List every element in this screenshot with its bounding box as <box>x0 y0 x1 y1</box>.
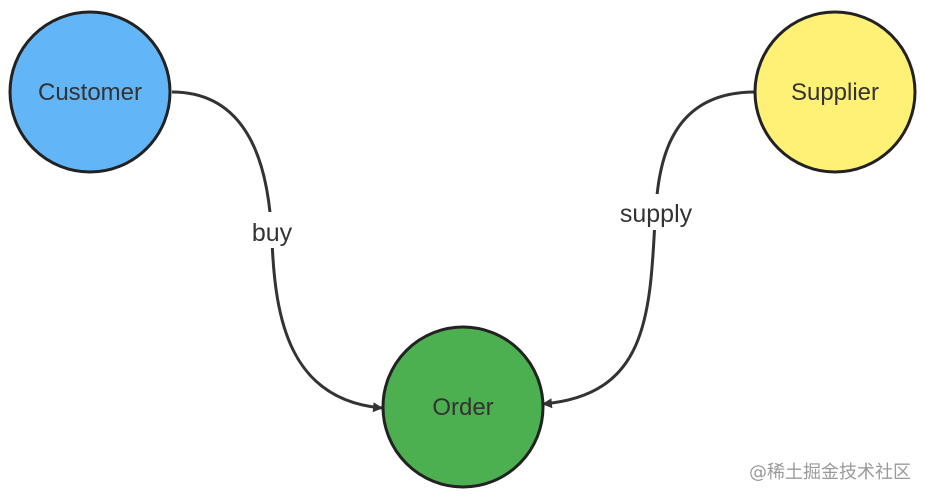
node-supplier-label: Supplier <box>791 79 879 106</box>
node-customer-label: Customer <box>38 79 142 106</box>
edge-label-bg-buy <box>246 212 298 248</box>
node-supplier[interactable]: Supplier <box>753 10 917 174</box>
watermark-text: @稀土掘金技术社区 <box>749 462 911 483</box>
node-order-circle <box>381 325 545 489</box>
edge-buy-arrow <box>171 90 383 413</box>
node-order-label: Order <box>432 394 493 421</box>
node-customer[interactable]: Customer <box>8 10 172 174</box>
node-customer-circle <box>8 10 172 174</box>
edge-supply-arrow <box>542 90 756 409</box>
node-order[interactable]: Order <box>381 325 545 489</box>
edge-label-buy: buy <box>252 219 293 247</box>
edge-label-bg-supply <box>612 194 700 230</box>
edge-label-supply: supply <box>620 200 693 228</box>
node-supplier-circle <box>753 10 917 174</box>
